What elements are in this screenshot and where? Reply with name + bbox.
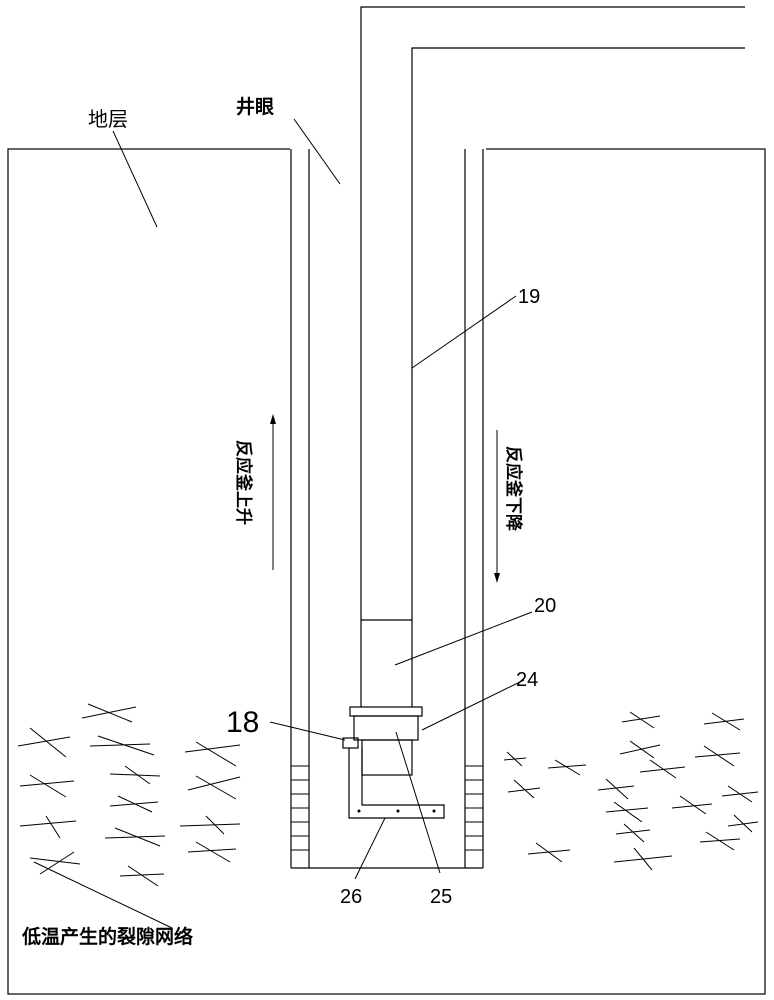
perforations-left	[291, 765, 309, 851]
leader-24	[421, 679, 525, 731]
leader-25	[395, 731, 441, 874]
reactor-cap	[349, 706, 423, 717]
fracture-network-left	[17, 703, 241, 887]
leader-20	[394, 611, 533, 666]
leader-formation	[112, 130, 158, 228]
casing-left	[290, 149, 310, 868]
label-26: 26	[340, 886, 362, 908]
label-formation: 地层	[88, 107, 128, 131]
reactor-housing	[353, 715, 419, 741]
label-wellbore: 井眼	[236, 96, 274, 118]
sensor-18	[342, 737, 359, 749]
leader-26	[354, 817, 386, 880]
surface-pipe-inner	[411, 47, 745, 620]
arrow-up	[270, 414, 276, 570]
fracture-network-right	[503, 711, 759, 871]
casing-right	[464, 149, 484, 868]
label-18: 18	[226, 706, 259, 739]
bracket-26	[348, 748, 445, 819]
leader-wellbore	[293, 118, 341, 185]
leader-fracture	[33, 861, 173, 929]
label-25: 25	[430, 886, 452, 908]
label-19: 19	[518, 286, 540, 308]
reactor-lower	[361, 739, 413, 776]
perforations-right	[465, 765, 483, 851]
arrow-down	[494, 430, 500, 583]
surface-pipe-outer	[360, 6, 745, 620]
label-reactor-up: 反应釜上升	[233, 440, 254, 525]
leader-18	[269, 721, 346, 741]
label-20: 20	[534, 595, 556, 617]
label-reactor-down: 反应釜下降	[503, 446, 524, 532]
leader-19	[411, 295, 517, 369]
formation-boundary	[7, 148, 766, 995]
label-fracture-network: 低温产生的裂隙网络	[21, 925, 193, 948]
label-24: 24	[516, 669, 538, 691]
